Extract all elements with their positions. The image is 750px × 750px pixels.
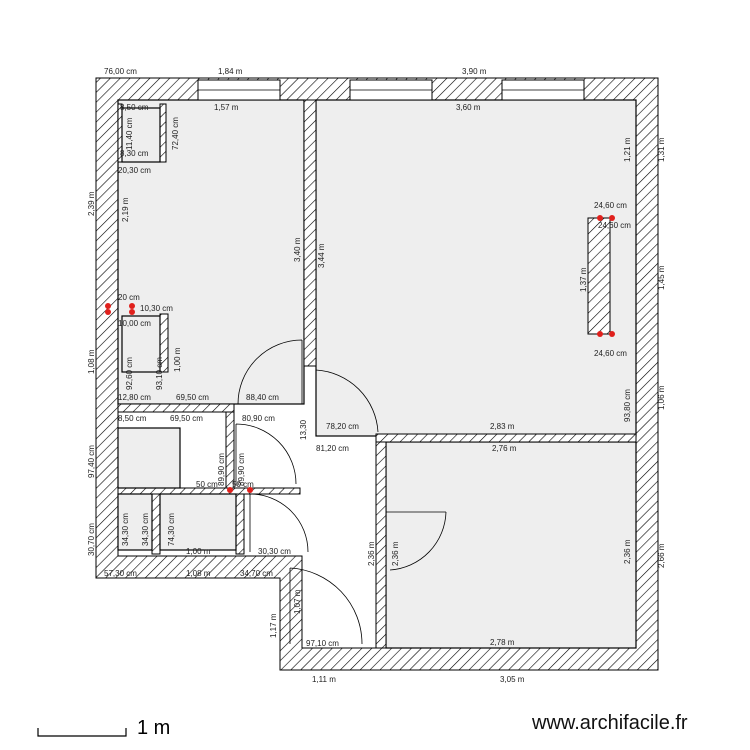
partition-bedroom-north [375, 433, 637, 443]
dim-label: 1,07 m [293, 589, 302, 614]
dim-label: 30,30 cm [258, 547, 291, 556]
dim-label: 1,00 m [186, 547, 211, 556]
dim-label: 34,30 cm [121, 513, 130, 546]
dim-label: 13,30 [299, 419, 308, 440]
dim-label: 2,66 m [657, 543, 666, 568]
dim-label: 3,60 m [456, 103, 481, 112]
dim-label: 1,00 m [173, 347, 182, 372]
dim-label: 34,70 cm [240, 569, 273, 578]
dim-label: 1,08 m [186, 569, 211, 578]
dim-label: 1,11 m [312, 675, 336, 684]
dim-label: 89,90 cm [217, 453, 226, 486]
closet-box-1 [121, 107, 161, 163]
dim-label: 3,40 m [293, 237, 302, 262]
dim-label: 3,05 m [500, 675, 525, 684]
dim-label: 81,20 cm [316, 444, 349, 453]
dim-label: 1,08 m [87, 349, 96, 374]
dim-label: 34,30 cm [141, 513, 150, 546]
door-entrance [289, 567, 363, 645]
dim-label: 2,76 m [492, 444, 517, 453]
dim-label: 8,50 cm [120, 103, 149, 112]
closet-box-3 [159, 493, 237, 551]
dim-label: 92,60 cm [125, 357, 134, 390]
dim-label: 1,31 m [657, 137, 666, 162]
dim-label: 50 cm [232, 480, 254, 489]
partition-living-east-closet [587, 217, 611, 335]
dim-label: 2,19 m [121, 197, 130, 222]
door-wc-2 [249, 493, 309, 553]
dim-label: 12,80 cm [118, 393, 151, 402]
room-living [315, 99, 637, 437]
scale-bar [37, 728, 127, 737]
dim-label: 1,84 m [218, 67, 243, 76]
dim-label: 20 cm [118, 293, 140, 302]
dim-label: 93,10 cm [155, 357, 164, 390]
closet-box-2 [121, 315, 161, 373]
dim-label: 11,40 cm [125, 117, 134, 150]
dim-label: 10,00 cm [118, 319, 151, 328]
dim-label: 50 cm [196, 480, 218, 489]
closet-box-4 [117, 493, 153, 551]
partition-small-3 [225, 411, 235, 489]
dim-label: 72,40 cm [171, 117, 180, 150]
dim-label: 78,20 cm [326, 422, 359, 431]
dim-label: 2,83 m [490, 422, 515, 431]
dim-label: 1,21 m [623, 137, 632, 162]
dim-label: 97,10 cm [306, 639, 339, 648]
dim-label: 76,00 cm [104, 67, 137, 76]
dim-label: 89,90 cm [237, 453, 246, 486]
scale-label: 1 m [137, 717, 171, 739]
dim-label: 24,60 cm [598, 221, 631, 230]
dim-label: 80,90 cm [242, 414, 275, 423]
dim-label: 3,44 m [317, 243, 326, 268]
dim-label: 8,30 cm [120, 149, 149, 158]
dim-label: 10,30 cm [140, 304, 173, 313]
storage-unit [117, 427, 181, 489]
door-kitchen [237, 339, 303, 405]
dim-label: 88,40 cm [246, 393, 279, 402]
partition-bedroom-west [375, 441, 387, 649]
dim-label: 2,36 m [367, 541, 376, 566]
partition-living-west [303, 99, 317, 367]
dim-label: 30,70 cm [87, 523, 96, 556]
dim-label: 69,50 cm [170, 414, 203, 423]
dim-label: 1,37 m [579, 267, 588, 292]
dim-label: 1,17 m [269, 613, 278, 638]
dim-label: 3,90 m [462, 67, 487, 76]
dim-label: 24,60 cm [594, 349, 627, 358]
dim-label: 1,57 m [214, 103, 239, 112]
door-living [315, 369, 379, 436]
dim-label: 1,45 m [657, 265, 666, 290]
dim-label: 1,06 m [657, 385, 666, 410]
dim-label: 2,36 m [391, 541, 400, 566]
door-wc-1 [235, 423, 297, 486]
dim-label: 24,60 cm [594, 201, 627, 210]
partition-closet-left-2 [159, 103, 167, 163]
dim-label: 69,50 cm [176, 393, 209, 402]
dim-label: 97,40 cm [87, 445, 96, 478]
dim-label: 2,39 m [87, 191, 96, 216]
partition-small-1 [151, 493, 161, 555]
dim-label: 93,80 cm [623, 389, 632, 422]
partition-kitchen-south [117, 403, 235, 413]
dim-label: 57,30 cm [104, 569, 137, 578]
dim-label: 2,36 m [623, 539, 632, 564]
dim-label: 20,30 cm [118, 166, 151, 175]
dim-label: 74,30 cm [167, 513, 176, 546]
partition-small-2 [235, 493, 245, 555]
door-bedroom [386, 511, 447, 571]
dim-label: 2,78 m [490, 638, 515, 647]
brand-watermark: www.archifacile.fr [532, 712, 688, 734]
room-bedroom [385, 441, 637, 649]
dim-label: 8,50 cm [118, 414, 147, 423]
